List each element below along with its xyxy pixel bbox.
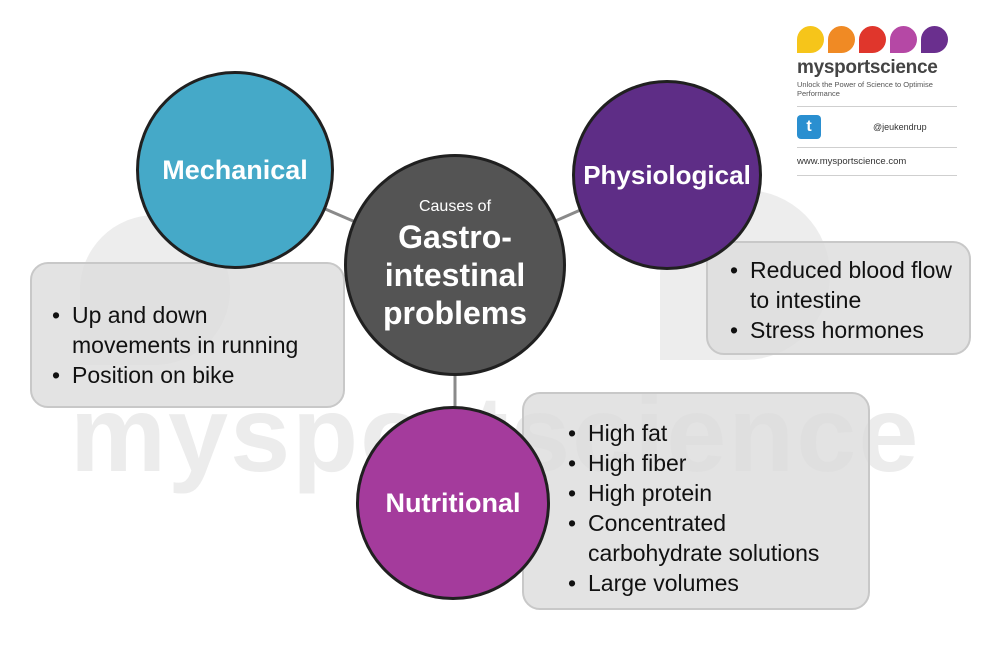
- twitter-row[interactable]: t @jeukendrup: [797, 115, 957, 139]
- logo-drop-yellow: [797, 26, 824, 53]
- center-node: Causes of Gastro- intestinal problems: [344, 154, 566, 376]
- center-title-line: intestinal: [384, 257, 526, 293]
- logo-tagline: Unlock the Power of Science to Optimise …: [797, 80, 933, 98]
- list-item: Stress hormones: [728, 315, 955, 345]
- nutritional-title: Nutritional: [385, 487, 521, 518]
- logo-drops: [797, 26, 957, 53]
- website-link[interactable]: www.mysportscience.com: [797, 156, 907, 167]
- center-title-line: Gastro-: [398, 219, 512, 255]
- list-item: Large volumes: [566, 568, 854, 598]
- list-item: Up and down movements in running: [50, 300, 325, 360]
- nutritional-list: High fat High fiber High protein Concent…: [566, 418, 854, 598]
- logo-brand: mysportscience: [797, 57, 938, 78]
- list-item: Reduced blood flow to intestine: [728, 255, 955, 315]
- list-item: High protein: [566, 478, 854, 508]
- divider: [797, 147, 957, 148]
- center-pre: Causes of: [418, 198, 492, 215]
- list-item: Concentrated carbohydrate solutions: [566, 508, 854, 568]
- physiological-box: Reduced blood flow to intestine Stress h…: [706, 241, 971, 355]
- mechanical-node: Mechanical: [136, 71, 334, 269]
- logo-drop-red: [859, 26, 886, 53]
- divider: [797, 106, 957, 107]
- physiological-list: Reduced blood flow to intestine Stress h…: [728, 255, 955, 345]
- list-item: Position on bike: [50, 360, 325, 390]
- divider: [797, 175, 957, 176]
- twitter-bird-icon[interactable]: t: [797, 115, 821, 139]
- nutritional-box: High fat High fiber High protein Concent…: [522, 392, 870, 610]
- list-item: High fiber: [566, 448, 854, 478]
- nutritional-node: Nutritional: [356, 406, 550, 600]
- mechanical-box: Up and down movements in running Positio…: [30, 262, 345, 408]
- mechanical-list: Up and down movements in running Positio…: [50, 300, 325, 390]
- logo-drop-pink: [890, 26, 917, 53]
- center-title-line: problems: [382, 295, 528, 331]
- logo-drop-purple: [921, 26, 948, 53]
- mechanical-title: Mechanical: [162, 154, 308, 185]
- twitter-handle[interactable]: @jeukendrup: [873, 122, 927, 132]
- logo-drop-orange: [828, 26, 855, 53]
- logo-block: mysportscience Unlock the Power of Scien…: [797, 26, 957, 184]
- physiological-node: Physiological: [572, 80, 762, 270]
- physiological-title: Physiological: [583, 159, 751, 190]
- list-item: High fat: [566, 418, 854, 448]
